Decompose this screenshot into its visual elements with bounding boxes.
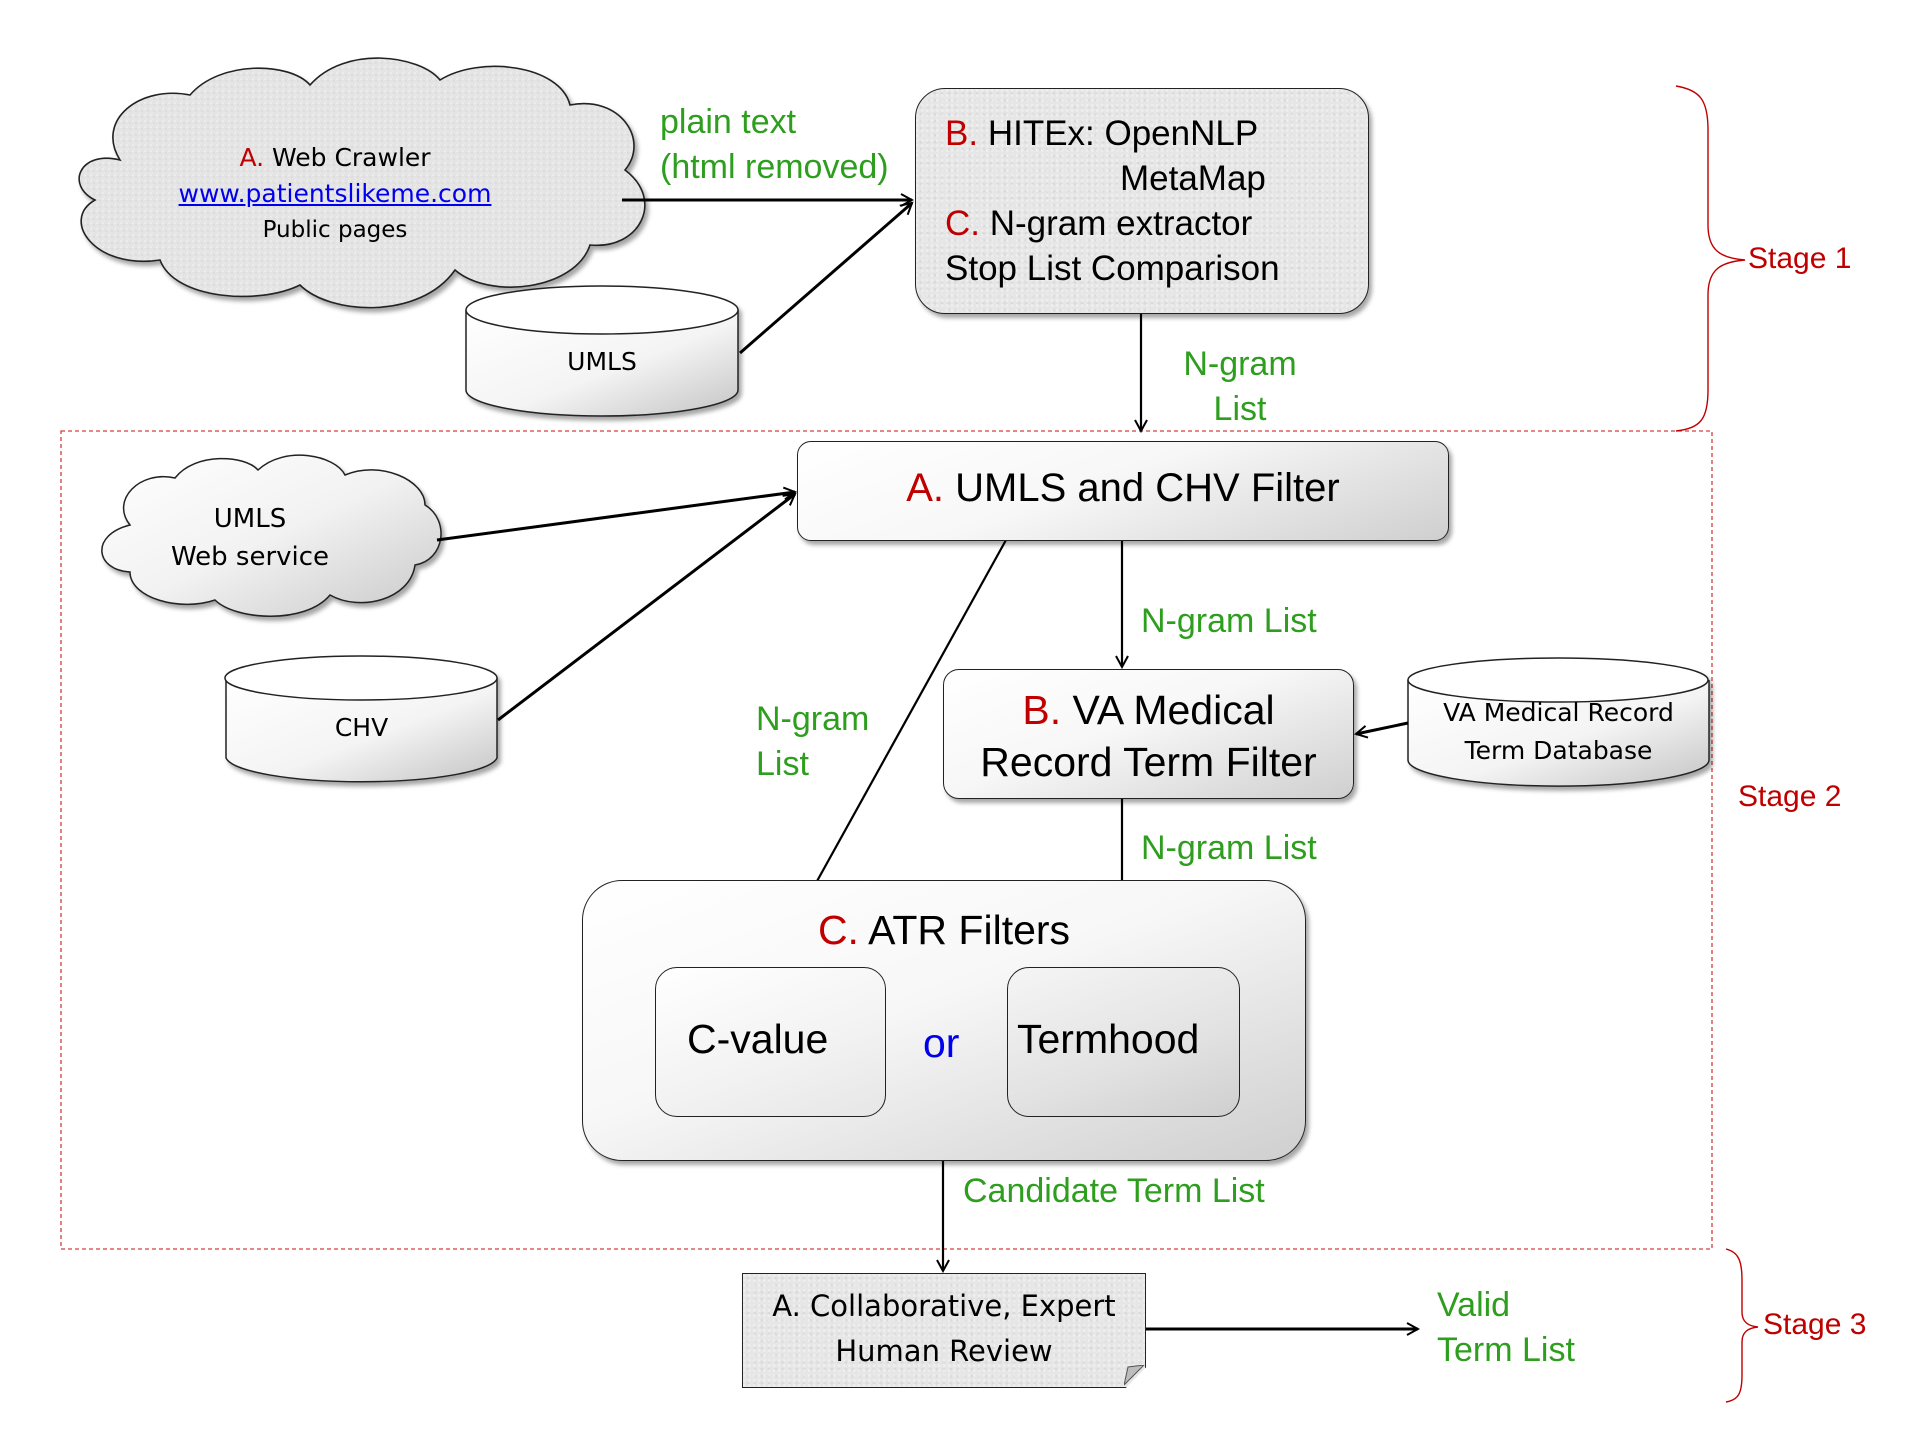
review-line1: A. Collaborative, Expert: [772, 1289, 1116, 1323]
edge-label-ngram-b-to-c: N-gram List: [1141, 829, 1317, 867]
termhood-label: Termhood: [1017, 1016, 1200, 1062]
hitex-ngram-box: B. HITEx: OpenNLP MetaMap C. N-gram extr…: [915, 88, 1369, 314]
umls-chv-filter-box: A. UMLS and CHV Filter: [797, 441, 1449, 541]
stage3-brace: [1725, 1248, 1759, 1403]
edge-label-ngram-a-to-cvalue: N-gram List: [756, 697, 869, 787]
chv-database-label: CHV: [334, 713, 389, 742]
va-term-database-icon: [1407, 657, 1710, 787]
umls-web-service-line1: UMLS: [213, 504, 287, 534]
arrow-chv-to-filter-a: [497, 494, 795, 722]
va-db-line1: VA Medical Record: [1443, 698, 1674, 727]
stage1-label: Stage 1: [1748, 242, 1852, 275]
ngram-extractor-label: N-gram extractor: [989, 204, 1253, 243]
stage1-brace: [1675, 85, 1746, 432]
chv-database-icon: [224, 655, 498, 783]
atr-title: ATR Filters: [868, 907, 1071, 953]
web-crawler-cloud-icon: [78, 57, 646, 309]
arrow-umls-to-hitex: [739, 203, 912, 355]
ngram-prefix: C.: [945, 204, 980, 243]
filter-a-label: UMLS and CHV Filter: [955, 466, 1340, 510]
va-term-database-label: VA Medical Record Term Database: [1408, 694, 1709, 770]
filter-b-prefix: B.: [1022, 687, 1062, 733]
hitex-prefix: B.: [945, 114, 979, 153]
edge-label-ngram-stage1-line2: List: [1213, 390, 1267, 428]
hitex-line1: HITEx: OpenNLP: [987, 114, 1259, 153]
edge-label-ngram-a-to-cvalue-line1: N-gram: [756, 700, 870, 738]
umls-web-service-cloud-icon: [101, 454, 442, 617]
web-crawler-title: Web Crawler: [272, 143, 431, 172]
patientslikeme-link[interactable]: www.patientslikeme.com: [178, 179, 492, 208]
edge-label-plain-text-line2: (html removed): [660, 148, 889, 186]
stage2-label: Stage 2: [1738, 780, 1842, 813]
page-curl-icon: [1124, 1365, 1145, 1386]
arrow-webservice-to-filter-a: [436, 492, 795, 542]
stage2-boundary: [60, 430, 1713, 1250]
termhood-filter-box: Termhood: [1007, 967, 1240, 1117]
hitex-line2: MetaMap: [1120, 159, 1266, 198]
stop-list-label: Stop List Comparison: [945, 249, 1280, 288]
review-line2: Human Review: [835, 1334, 1053, 1368]
cvalue-filter-box: C-value: [655, 967, 886, 1117]
umls-database-icon: [465, 285, 739, 417]
edge-label-ngram-a-to-b: N-gram List: [1141, 602, 1317, 640]
filter-b-line2: Record Term Filter: [980, 739, 1317, 785]
or-connector: or: [923, 1020, 960, 1066]
valid-term-list-label: Valid Term List: [1437, 1283, 1575, 1373]
va-medical-record-filter-box: B. VA Medical Record Term Filter: [943, 669, 1354, 799]
web-crawler-label: A. Web Crawler www.patientslikeme.com Pu…: [120, 140, 550, 248]
web-crawler-subtitle: Public pages: [262, 217, 408, 243]
valid-term-list-line2: Term List: [1437, 1331, 1575, 1369]
arrow-vadb-to-filter-b: [1356, 721, 1409, 734]
web-crawler-prefix: A.: [239, 143, 265, 172]
edge-label-ngram-stage1-line1: N-gram: [1183, 345, 1297, 383]
edge-label-ngram-stage1: N-gram List: [1170, 342, 1310, 432]
edge-label-plain-text-line1: plain text: [660, 103, 797, 141]
edge-label-plain-text: plain text (html removed): [660, 100, 889, 190]
va-db-line2: Term Database: [1464, 736, 1653, 765]
umls-database-label: UMLS: [567, 347, 637, 376]
umls-web-service-label: UMLS Web service: [140, 500, 360, 576]
filter-a-prefix: A.: [906, 466, 945, 510]
umls-web-service-line2: Web service: [170, 542, 330, 572]
atr-prefix: C.: [817, 907, 859, 953]
edge-label-ngram-a-to-cvalue-line2: List: [756, 745, 809, 783]
human-review-box: A. Collaborative, Expert Human Review: [742, 1273, 1146, 1388]
valid-term-list-line1: Valid: [1437, 1286, 1511, 1324]
edge-label-candidate-term-list: Candidate Term List: [963, 1172, 1265, 1210]
cvalue-label: C-value: [687, 1016, 829, 1062]
stage3-label: Stage 3: [1763, 1308, 1867, 1341]
filter-b-line1: VA Medical: [1072, 687, 1275, 733]
